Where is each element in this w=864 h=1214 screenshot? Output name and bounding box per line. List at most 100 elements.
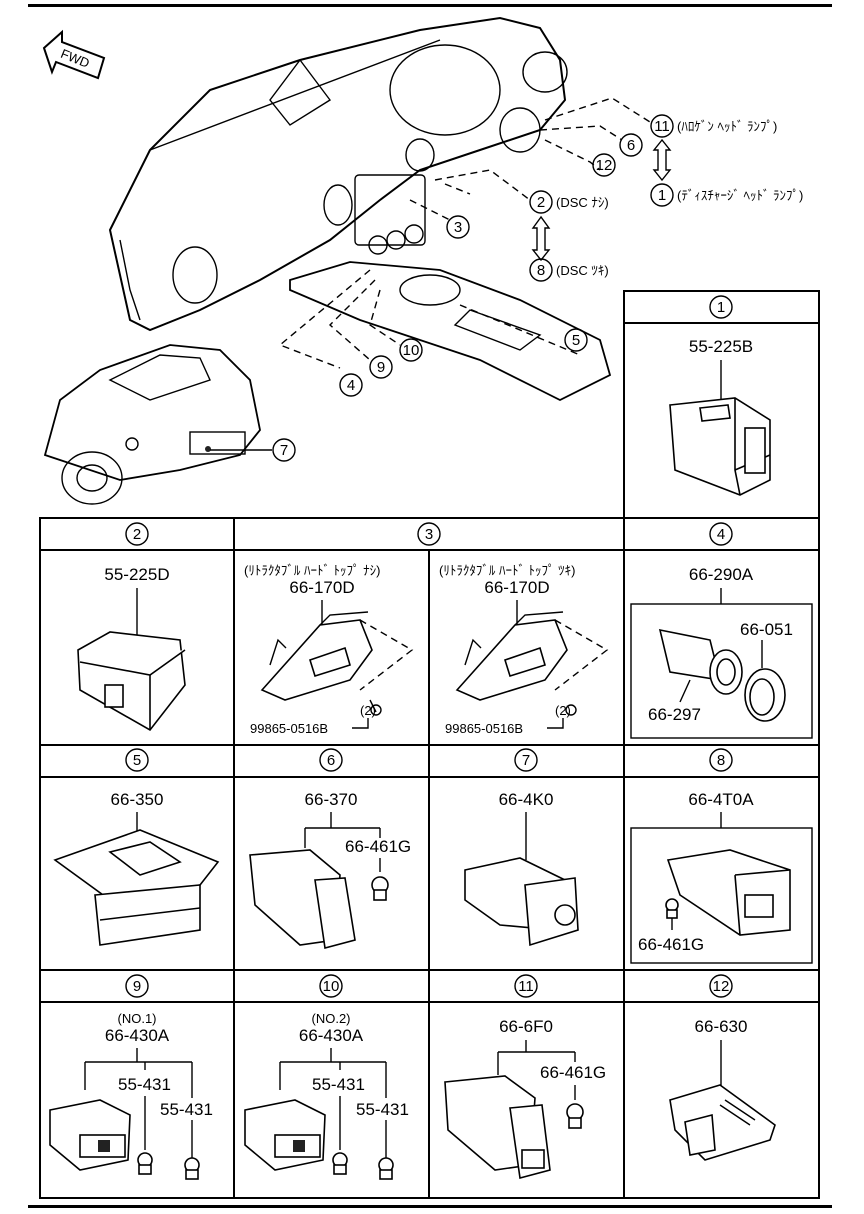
cell-9: 9 (NO.1) 66-430A 55-431 55-431: [49, 974, 213, 1180]
svg-text:12: 12: [596, 157, 613, 174]
socket-66-290A: [658, 628, 786, 722]
cell-3-right-qty: (2): [555, 703, 571, 718]
cell-11-part-number: 66-6F0: [499, 1017, 553, 1036]
cell-7: 7 66-4K0: [464, 748, 579, 947]
callout-1: 1 (ﾃﾞｨｽﾁｬｰｼﾞ ﾍｯﾄﾞ ﾗﾝﾌﾟ): [650, 183, 803, 207]
cell-7-number: 7: [522, 752, 530, 769]
cell-3: 3 (ﾘﾄﾗｸﾀﾌﾞﾙ ﾊｰﾄﾞ ﾄｯﾌﾟ ﾅｼ) 66-170D (2) 99…: [244, 522, 609, 736]
svg-text:9: 9: [377, 359, 385, 376]
cell-11-sub-part: 66-461G: [540, 1063, 606, 1082]
svg-text:5: 5: [572, 332, 580, 349]
cell-11: 11 66-6F0 66-461G: [444, 974, 606, 1180]
cell-3-left-bolt: 99865-0516B: [250, 721, 328, 736]
switch-66-6F0: [444, 1075, 584, 1180]
callout-8: 8 (DSC ﾂｷ): [529, 258, 609, 282]
cell-6-part-number: 66-370: [305, 790, 358, 809]
cell-3-left-note: (ﾘﾄﾗｸﾀﾌﾞﾙ ﾊｰﾄﾞ ﾄｯﾌﾟ ﾅｼ): [244, 563, 381, 578]
cell-4-sub-part-2: 66-297: [648, 705, 701, 724]
cell-4-sub-part-1: 66-051: [740, 620, 793, 639]
cell-3-number: 3: [425, 526, 433, 543]
cell-9-note: (NO.1): [118, 1011, 157, 1026]
swap-arrow-2-8: [531, 215, 551, 262]
switch-55-225B: [669, 397, 771, 496]
cell-1: 1 55-225B: [669, 295, 771, 496]
cell-5: 5 66-350: [53, 748, 220, 946]
cell-2-number: 2: [133, 526, 141, 543]
switch-66-4T0A: [665, 849, 791, 936]
cell-8-part-number: 66-4T0A: [688, 790, 754, 809]
svg-text:4: 4: [347, 377, 355, 394]
cell-9-number: 9: [133, 978, 141, 995]
switch-55-225D: [77, 631, 186, 732]
cell-5-number: 5: [133, 752, 141, 769]
cell-3-left-part-number: 66-170D: [289, 578, 354, 597]
cell-12: 12 66-630: [669, 974, 776, 1161]
cell-3-right-bolt: 99865-0516B: [445, 721, 523, 736]
callout-9: 9: [369, 355, 393, 379]
callout-12: 12: [592, 153, 616, 177]
svg-text:1: 1: [658, 187, 666, 204]
cell-9-part-number: 66-430A: [105, 1026, 170, 1045]
cell-3-right-part-number: 66-170D: [484, 578, 549, 597]
switch-66-370: [249, 849, 389, 950]
switch-66-430A-no1: [49, 1099, 200, 1180]
cell-12-number: 12: [713, 978, 730, 995]
car-rear-outline: [43, 344, 261, 505]
cell-10: 10 (NO.2) 66-430A 55-431 55-431: [244, 974, 409, 1180]
parts-grid: [39, 290, 820, 1199]
bottom-rule: [28, 1205, 832, 1208]
cell-2: 2 55-225D: [77, 522, 186, 732]
cell-9-sub-part-2: 55-431: [160, 1100, 213, 1119]
svg-text:2: 2: [537, 194, 545, 211]
callout-7: 7: [272, 438, 296, 462]
cell-10-note: (NO.2): [312, 1011, 351, 1026]
cell-10-part-number: 66-430A: [299, 1026, 364, 1045]
cell-1-part-number: 55-225B: [689, 337, 753, 356]
console-outline: [289, 261, 612, 402]
callout-10: 10: [399, 338, 423, 362]
svg-text:11: 11: [654, 118, 670, 135]
switch-66-430A-no2: [244, 1099, 394, 1180]
cell-7-part-number: 66-4K0: [499, 790, 554, 809]
callout-5: 5: [564, 328, 588, 352]
cell-8: 8 66-4T0A 66-461G: [630, 748, 813, 964]
fwd-label: FWD: [59, 46, 92, 71]
cell-12-part-number: 66-630: [695, 1017, 748, 1036]
module-66-630: [669, 1084, 776, 1161]
swap-arrow-11-1: [652, 138, 672, 182]
dashboard-outline: [108, 16, 568, 332]
cell-10-sub-part-2: 55-431: [356, 1100, 409, 1119]
callout-3: 3: [446, 215, 470, 239]
callout-11-label: (ﾊﾛｹﾞﾝ ﾍｯﾄﾞ ﾗﾝﾌﾟ): [677, 119, 777, 134]
cell-10-number: 10: [323, 978, 340, 995]
cell-3-left-qty: (2): [360, 703, 376, 718]
top-rule: [28, 4, 832, 7]
svg-text:7: 7: [280, 442, 288, 459]
callout-2-label: (DSC ﾅｼ): [556, 195, 609, 210]
cell-4-part-number: 66-290A: [689, 565, 754, 584]
cell-5-part-number: 66-350: [111, 790, 164, 809]
cell-9-sub-part-1: 55-431: [118, 1075, 171, 1094]
cell-8-number: 8: [717, 752, 725, 769]
svg-text:10: 10: [403, 342, 420, 359]
cell-6: 6 66-370 66-461G: [249, 748, 411, 950]
cell-8-sub-part: 66-461G: [638, 935, 704, 954]
callout-routes: [210, 97, 651, 451]
panel-66-350: [53, 829, 220, 946]
callout-4: 4: [339, 373, 363, 397]
callout-6: 6: [619, 133, 643, 157]
cell-4: 4 66-290A 66-051 66-297: [630, 522, 813, 739]
callout-2: 2 (DSC ﾅｼ): [529, 190, 609, 214]
cell-10-sub-part-1: 55-431: [312, 1075, 365, 1094]
svg-text:6: 6: [627, 137, 635, 154]
fwd-arrow: FWD: [42, 29, 106, 80]
cell-6-number: 6: [327, 752, 335, 769]
cell-3-right-note: (ﾘﾄﾗｸﾀﾌﾞﾙ ﾊｰﾄﾞ ﾄｯﾌﾟ ﾂｷ): [439, 563, 576, 578]
cell-4-number: 4: [717, 526, 725, 543]
svg-text:3: 3: [454, 219, 462, 236]
cell-3-right: (ﾘﾄﾗｸﾀﾌﾞﾙ ﾊｰﾄﾞ ﾄｯﾌﾟ ﾂｷ) 66-170D (2) 9986…: [439, 563, 609, 736]
svg-text:8: 8: [537, 262, 545, 279]
cell-1-number: 1: [717, 299, 725, 316]
callout-8-label: (DSC ﾂｷ): [556, 263, 609, 278]
